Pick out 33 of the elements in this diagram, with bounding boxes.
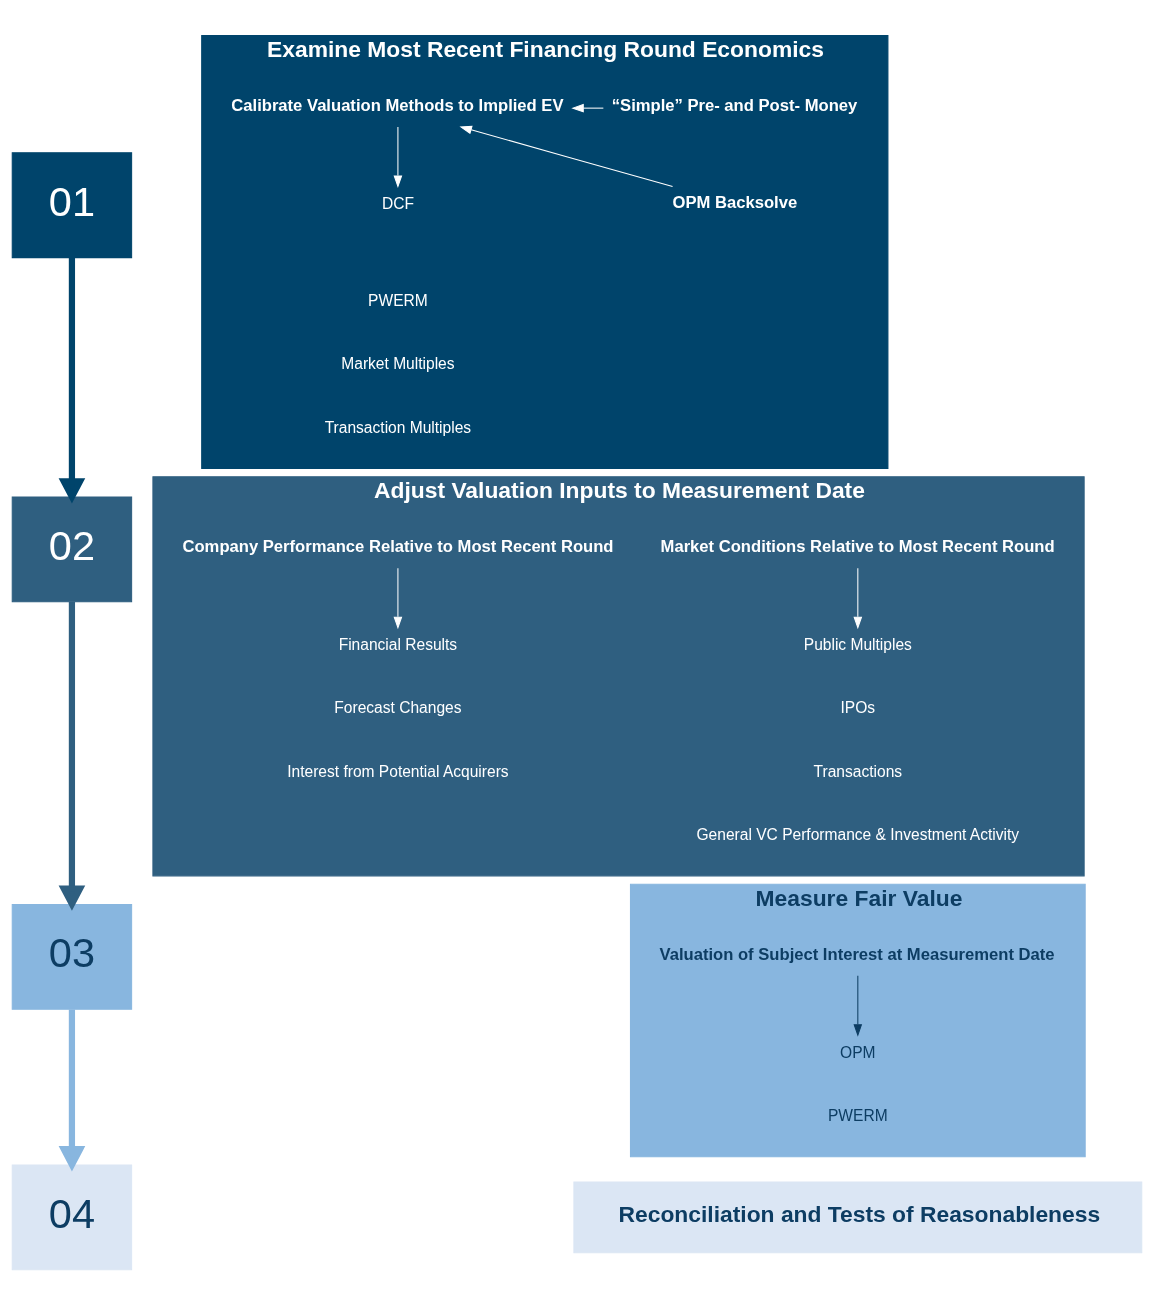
- node-text: Transactions: [813, 762, 903, 780]
- node-text: Valuation of Subject Interest at Measurement Date: [659, 944, 1055, 964]
- arrow: [58, 601, 86, 911]
- node-text: PWERM: [828, 1106, 888, 1124]
- node-text: Financial Results: [338, 635, 458, 653]
- node-text: Transaction Multiples: [324, 418, 472, 436]
- arrow: [571, 103, 604, 112]
- arrow: [853, 567, 863, 629]
- node-text: Interest from Potential Acquirers: [287, 762, 509, 780]
- node-text: OPM Backsolve: [672, 192, 798, 212]
- node-text: Forecast Changes: [334, 698, 462, 716]
- arrow: [58, 1009, 86, 1171]
- node-text: Public Multiples: [803, 635, 912, 653]
- node-box: 01: [11, 151, 133, 258]
- arrow: [459, 125, 674, 187]
- node-text: General VC Performance & Investment Activity: [696, 825, 1020, 843]
- node-text: Market Multiples: [341, 354, 455, 372]
- node-text: DCF: [381, 194, 414, 212]
- node-box: Reconciliation and Tests of Reasonableness: [573, 1181, 1143, 1253]
- arrow: [853, 974, 863, 1037]
- arrow: [393, 126, 403, 188]
- node-text: Market Conditions Relative to Most Recent Round: [660, 536, 1055, 556]
- node-box: 02: [11, 495, 133, 602]
- node-box: 03: [11, 903, 133, 1010]
- node-text: OPM: [840, 1043, 876, 1061]
- node-text: “Simple” Pre- and Post- Money: [611, 95, 858, 115]
- node-text: Calibrate Valuation Methods to Implied EV: [231, 95, 564, 115]
- node-text: PWERM: [368, 291, 428, 309]
- arrow: [393, 567, 403, 629]
- node-box: 04: [11, 1163, 133, 1270]
- arrow: [58, 257, 86, 504]
- node-text: IPOs: [840, 698, 876, 716]
- node-text: Company Performance Relative to Most Recent Round: [182, 536, 614, 556]
